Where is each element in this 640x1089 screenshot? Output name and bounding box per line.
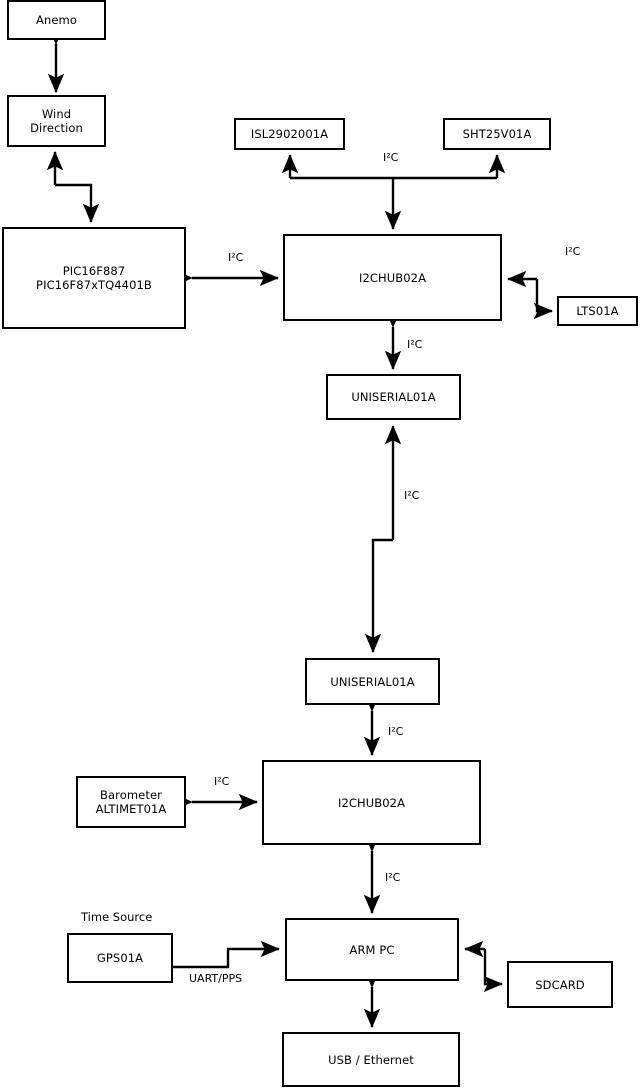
- node-arm-pc-label: ARM PC: [349, 942, 395, 957]
- connector-hub-lts-out: [533, 279, 553, 320]
- node-pic-mcu-label: PIC16F887 PIC16F87xTQ4401B: [36, 264, 152, 292]
- edge-label-uart-pps: UART/PPS: [189, 972, 243, 985]
- node-usb-ethernet[interactable]: USB / Ethernet: [282, 1032, 460, 1087]
- node-i2chub02a-bottom-label: I2CHUB02A: [337, 795, 406, 810]
- node-uniserial01a-top[interactable]: UNISERIAL01A: [326, 374, 461, 420]
- node-barometer-altimet01a[interactable]: Barometer ALTIMET01A: [76, 776, 186, 828]
- node-isl2902001a-label: ISL2902001A: [250, 127, 329, 141]
- node-isl2902001a[interactable]: ISL2902001A: [234, 118, 345, 150]
- node-uniserial01a-top-label: UNISERIAL01A: [351, 390, 436, 404]
- node-sdcard-label: SDCARD: [535, 977, 585, 992]
- edge-label-i2c-barometer: I²C: [214, 775, 230, 788]
- node-uniserial01a-bottom-label: UNISERIAL01A: [330, 674, 415, 689]
- connector-uniserial-link-down: [364, 538, 393, 653]
- edge-label-i2c-pic-hub: I²C: [228, 251, 244, 264]
- node-anemo-label: Anemo: [36, 13, 77, 27]
- node-usb-ethernet-label: USB / Ethernet: [328, 1052, 414, 1067]
- node-uniserial01a-bottom[interactable]: UNISERIAL01A: [305, 658, 440, 705]
- connector-pic-wind-run: [55, 183, 100, 223]
- node-gps01a[interactable]: GPS01A: [67, 933, 173, 983]
- node-sdcard[interactable]: SDCARD: [507, 961, 613, 1008]
- edge-label-i2c-hub-armpc: I²C: [385, 871, 401, 884]
- node-lts01a[interactable]: LTS01A: [557, 296, 638, 326]
- connector-gps-armpc: [173, 940, 280, 969]
- node-pic-mcu[interactable]: PIC16F887 PIC16F87xTQ4401B: [2, 227, 186, 329]
- node-sht25v01a-label: SHT25V01A: [462, 127, 532, 141]
- node-anemo[interactable]: Anemo: [7, 0, 106, 40]
- edge-label-i2c-hub-uniserial: I²C: [407, 338, 423, 351]
- node-i2chub02a-top-label: I2CHUB02A: [358, 270, 427, 285]
- edge-label-i2c-sensor-bus: I²C: [383, 151, 399, 164]
- node-wind-direction[interactable]: Wind Direction: [7, 95, 106, 147]
- node-gps01a-label: GPS01A: [96, 951, 144, 965]
- node-barometer-altimet01a-label: Barometer ALTIMET01A: [95, 788, 167, 816]
- node-i2chub02a-bottom[interactable]: I2CHUB02A: [262, 760, 481, 845]
- edge-label-i2c-lts: I²C: [565, 245, 581, 258]
- node-lts01a-label: LTS01A: [576, 304, 619, 318]
- node-sht25v01a[interactable]: SHT25V01A: [443, 118, 551, 150]
- node-arm-pc[interactable]: ARM PC: [285, 918, 459, 981]
- node-i2chub02a-top[interactable]: I2CHUB02A: [283, 234, 502, 321]
- edge-label-i2c-uniserial-link: I²C: [404, 489, 420, 502]
- edge-label-i2c-uniserial-hub: I²C: [388, 725, 404, 738]
- connector-armpc-sdcard-out: [483, 949, 503, 993]
- label-time-source: Time Source: [81, 910, 153, 924]
- node-wind-direction-label: Wind Direction: [30, 107, 83, 135]
